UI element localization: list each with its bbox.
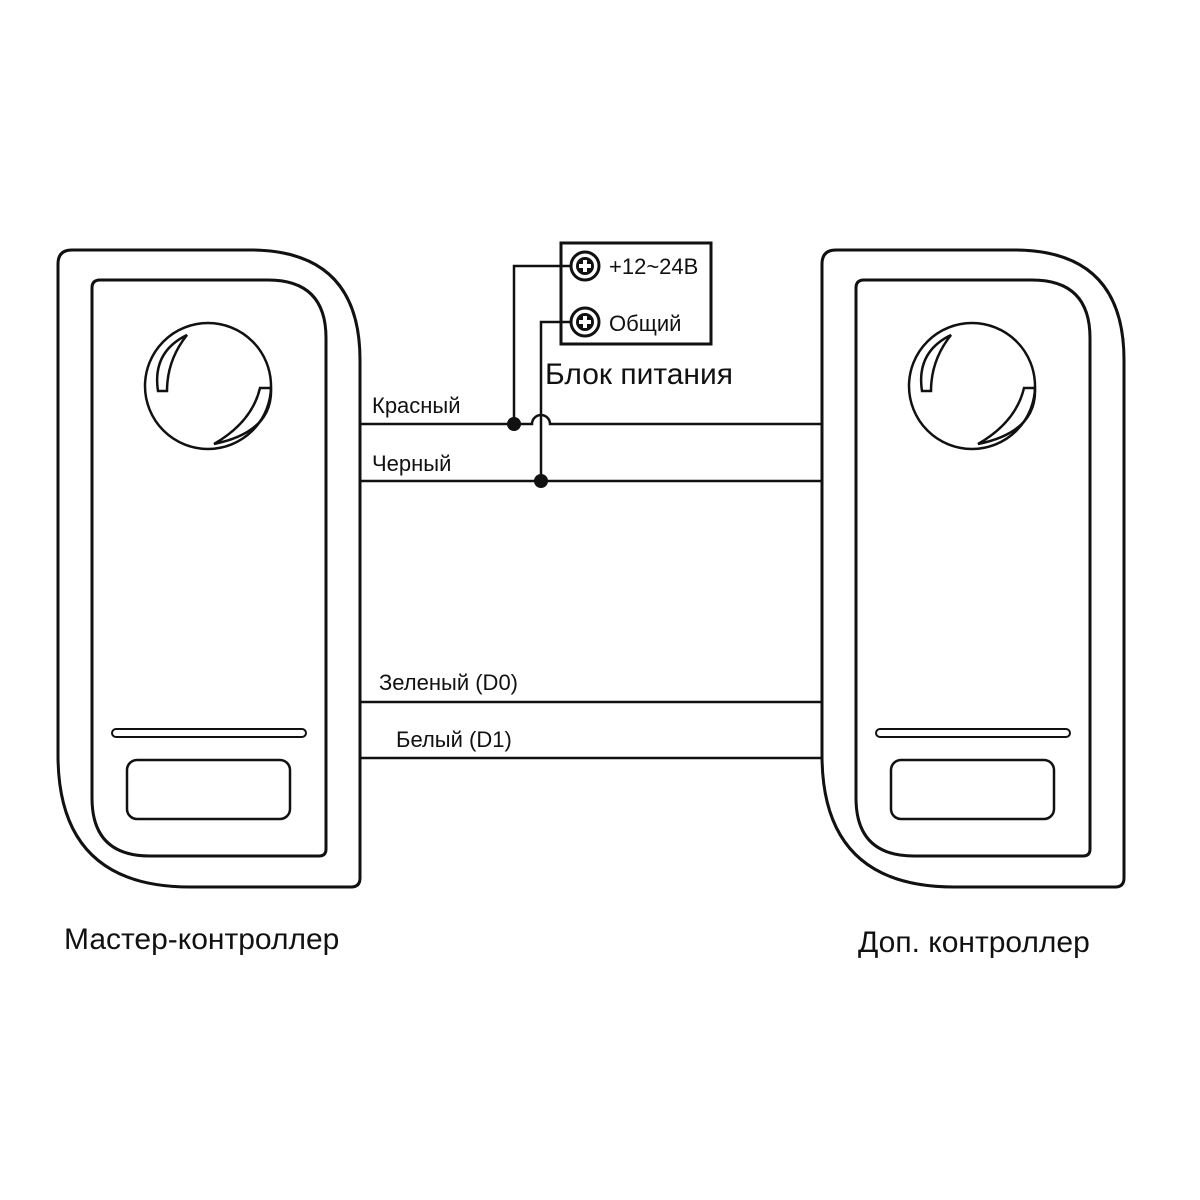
feed-common — [539, 320, 572, 481]
master-caption: Мастер-контроллер — [64, 923, 339, 956]
wire-red-label: Красный — [372, 393, 461, 418]
slave-outer-housing — [820, 248, 1126, 889]
wire-black-label: Черный — [372, 451, 451, 476]
master-keypad-window — [125, 758, 292, 821]
master-controller — [56, 248, 362, 889]
wire-white-label: Белый (D1) — [396, 727, 512, 752]
master-reader-circle — [143, 321, 273, 451]
wires — [360, 264, 822, 760]
terminal-common-label: Общий — [609, 311, 681, 336]
feed-positive — [512, 264, 572, 424]
slave-inner-panel — [854, 278, 1092, 858]
terminal-positive-label: +12~24В — [609, 254, 698, 279]
terminal-positive-icon — [569, 250, 601, 282]
power-supply-title: Блок питания — [545, 358, 733, 391]
slave-keypad-window — [889, 758, 1056, 821]
slave-controller — [820, 248, 1126, 889]
junction-black — [534, 474, 548, 488]
master-outer-housing — [56, 248, 362, 889]
wire-green-label: Зеленый (D0) — [379, 670, 518, 695]
power-supply: +12~24В Общий Блок питания — [545, 241, 733, 391]
slave-indicator-slot — [875, 728, 1071, 738]
slave-reader-circle — [907, 321, 1037, 451]
power-supply-box — [559, 241, 713, 346]
master-indicator-slot — [111, 728, 307, 738]
terminal-common-icon — [569, 306, 601, 338]
slave-caption: Доп. контроллер — [858, 926, 1090, 959]
junction-red — [507, 417, 521, 431]
master-inner-panel — [90, 278, 328, 858]
